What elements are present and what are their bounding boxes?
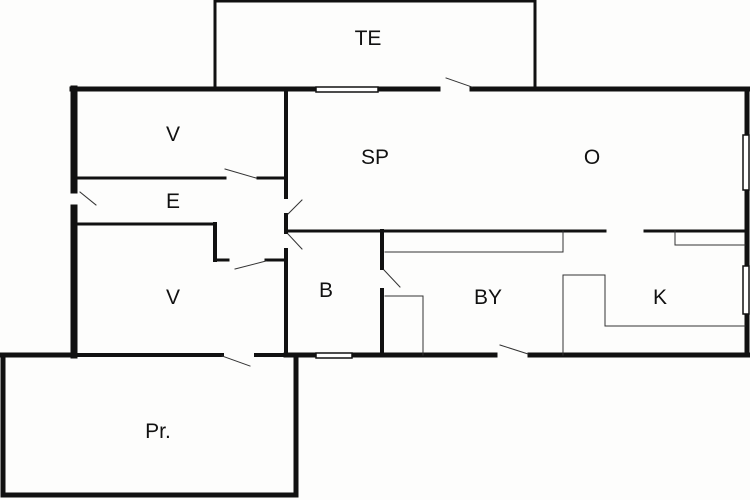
windows xyxy=(315,86,750,359)
room-label-v-bottom: V xyxy=(165,286,181,309)
room-label-sp: SP xyxy=(360,146,390,169)
room-label-e: E xyxy=(165,190,181,213)
interior-walls xyxy=(75,87,749,357)
room-label-te: TE xyxy=(354,27,382,50)
room-label-k: K xyxy=(652,286,668,309)
room-label-pr: Pr. xyxy=(145,420,171,443)
terrace-outline xyxy=(213,0,537,89)
room-label-o: O xyxy=(583,146,601,169)
fixtures xyxy=(384,230,746,356)
porch-outline xyxy=(0,352,299,498)
outer-walls xyxy=(68,85,750,359)
room-label-b: B xyxy=(318,279,334,302)
door-swings xyxy=(79,77,529,367)
room-label-v-top: V xyxy=(165,123,181,146)
room-label-by: BY xyxy=(473,286,503,309)
